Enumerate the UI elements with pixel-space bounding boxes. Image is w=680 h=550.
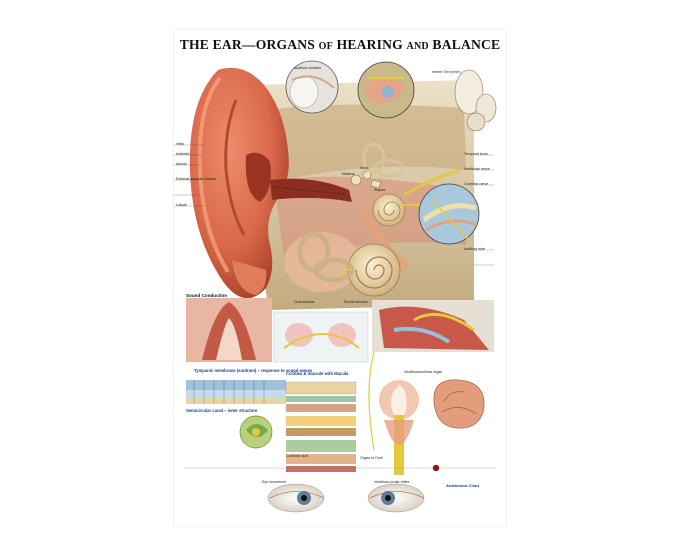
- antihelix: [224, 99, 246, 236]
- inner-ear-blowup: [284, 231, 401, 297]
- ear-illustration: [174, 60, 497, 513]
- lobule: [232, 260, 267, 295]
- sound-conduction-panel: [186, 298, 272, 362]
- title-hearing: HEARING: [336, 37, 403, 52]
- label-cochlear-duct: Cochlear duct: [286, 454, 309, 458]
- label-organ-of-corti: Organ of Corti: [360, 456, 383, 460]
- magnifier-3: [418, 183, 480, 245]
- eye-left: [267, 483, 325, 513]
- concha: [245, 152, 271, 202]
- header-tympanic: Tympanic membrane (eardrum) – response t…: [194, 368, 313, 373]
- label-temporal-bone: Temporal bone: [464, 152, 488, 156]
- tympanic-panel: [273, 311, 369, 363]
- label-stapes: Stapes: [374, 188, 386, 192]
- label-round-window: Round window: [344, 300, 368, 304]
- label-helix: Helix: [176, 142, 184, 146]
- helix-rim: [197, 76, 230, 274]
- publisher-mark: Anatomical Chart: [446, 483, 480, 488]
- header-cochlea: Cochlea & Saccule with Macula: [286, 371, 349, 376]
- malleus: [350, 174, 362, 186]
- magnifier-1: [285, 60, 339, 114]
- anatomy-poster: THE EAR—ORGANS OF HEARING AND BALANCE: [174, 30, 506, 526]
- bone-texture: [269, 104, 466, 180]
- label-external-meatus: External acoustic meatus: [176, 177, 217, 181]
- magnifier-2: [357, 61, 415, 119]
- label-vestibular-nerve: Vestibular nerve: [464, 167, 490, 171]
- title-and: AND: [406, 41, 429, 52]
- vestibulocochlear-organ: [379, 380, 419, 475]
- label-auditory-tube: Auditory tube: [464, 247, 486, 251]
- brain-cochlea-organ: [433, 379, 485, 429]
- header-sound-conduction: Sound Conduction: [186, 293, 228, 298]
- header-semicircular: Semicircular canal – inner structure: [186, 408, 258, 413]
- bony-labyrinth: [454, 69, 497, 132]
- label-auditory-ossicles: Auditory ossicles: [294, 66, 321, 70]
- label-lobule: Lobule: [176, 203, 187, 207]
- title-main: THE EAR—ORGANS: [179, 37, 316, 52]
- label-eye-left: Eye movement: [262, 480, 286, 484]
- incus: [362, 170, 372, 180]
- label-malleus: Malleus: [342, 172, 355, 176]
- red-marker: [432, 464, 440, 472]
- organ-of-corti-strips: [285, 381, 357, 472]
- label-cochlear-nerve: Cochlear nerve: [464, 182, 489, 186]
- vestibulocochlear-nerve: [403, 168, 460, 197]
- semicircular-canals-main: [362, 142, 405, 178]
- stapes: [370, 179, 382, 189]
- eye-right: [367, 483, 425, 513]
- label-vestibulocochlear: Vestibulocochlear organ: [404, 370, 443, 374]
- middle-ear-section-panel: [372, 300, 494, 352]
- cochlear-duct-section: [186, 380, 286, 404]
- title-balance: BALANCE: [432, 37, 501, 52]
- nerve-connector: [368, 351, 375, 451]
- label-antihelix: Antihelix: [176, 152, 190, 156]
- poster-title: THE EAR—ORGANS OF HEARING AND BALANCE: [174, 37, 506, 53]
- main-cochlea: [372, 193, 406, 227]
- green-cochlea-section: [239, 415, 273, 449]
- label-oval-window: Oval window: [294, 300, 315, 304]
- label-auricle: Auricle: [176, 162, 187, 166]
- label-incus: Incus: [360, 166, 369, 170]
- label-inner-ear: Innere Ohr (Inner): [432, 70, 461, 74]
- auditory-tube: [359, 202, 410, 270]
- title-of: OF: [318, 41, 333, 52]
- label-eye-right: Vestibulo-ocular reflex: [374, 480, 410, 484]
